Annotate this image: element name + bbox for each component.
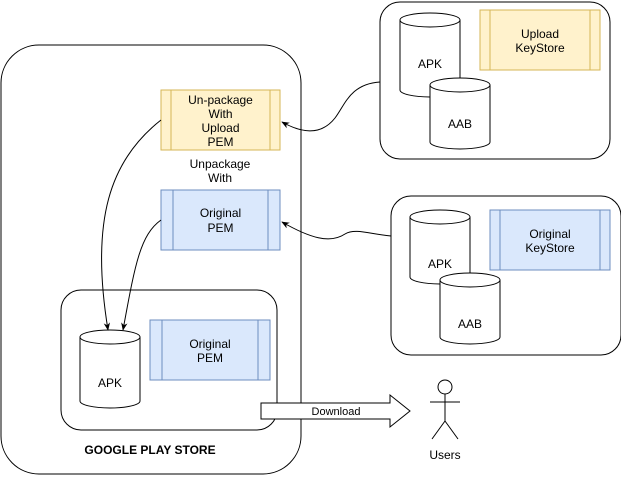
aab-original-label: AAB	[458, 317, 482, 331]
aab-cylinder-original: AAB	[439, 272, 501, 345]
unpackage-line-3: Upload	[201, 121, 239, 135]
upload-keystore-line-1: Upload	[521, 27, 559, 41]
upload-keystore-box: Upload KeyStore	[479, 9, 601, 71]
arrow-unpackage-to-apk	[101, 119, 162, 331]
play-store-title: GOOGLE PLAY STORE	[84, 443, 215, 457]
unpackage-line-2: With	[209, 107, 233, 121]
apk-cylinder-upload: APK	[399, 12, 461, 98]
apk-inner-label: APK	[98, 376, 122, 390]
original-pem-top-line-1: Original	[200, 206, 241, 220]
original-pem-box-inner: Original PEM	[149, 319, 271, 381]
arrow-original-to-pem	[281, 221, 392, 240]
original-keystore-box: Original KeyStore	[489, 209, 611, 271]
original-pem-box-top: Original PEM	[160, 189, 281, 251]
unpackage-with-label-1: Unpackage	[190, 157, 251, 171]
apk-original-label: APK	[428, 257, 452, 271]
arrow-upload-to-unpackage	[281, 81, 381, 132]
arrow-original-pem-to-apk	[121, 219, 162, 331]
download-arrow: Download	[260, 393, 411, 429]
aab-upload-label: AAB	[448, 117, 472, 131]
unpackage-upload-pem-box: Un-package With Upload PEM	[160, 89, 281, 151]
original-keystore-line-1: Original	[529, 227, 570, 241]
users-label: Users	[429, 448, 460, 462]
upload-keystore-line-2: KeyStore	[515, 41, 565, 55]
unpackage-line-4: PEM	[207, 135, 233, 149]
unpackage-with-label-2: With	[208, 171, 232, 185]
original-pem-inner-line-1: Original	[189, 337, 230, 351]
apk-upload-label: APK	[418, 57, 442, 71]
original-pem-inner-line-2: PEM	[197, 351, 223, 365]
person-icon	[430, 379, 460, 440]
aab-cylinder-upload: AAB	[429, 77, 491, 150]
apk-cylinder-inner: APK	[79, 329, 141, 409]
original-keystore-line-2: KeyStore	[525, 241, 575, 255]
download-label: Download	[312, 406, 361, 418]
apk-cylinder-original: APK	[409, 209, 471, 285]
unpackage-line-1: Un-package	[188, 93, 253, 107]
original-pem-top-line-2: PEM	[207, 221, 233, 235]
